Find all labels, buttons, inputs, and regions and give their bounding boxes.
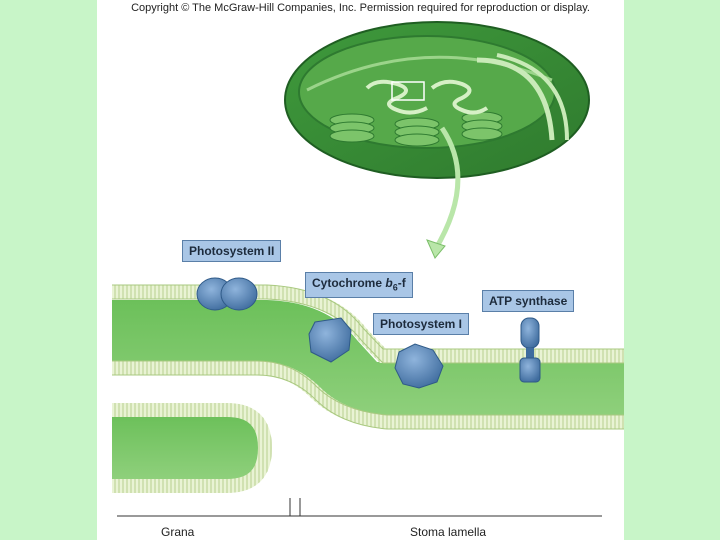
arrow-head [426, 239, 446, 259]
thylakoid-membrane [112, 284, 624, 430]
photosystem-ii-protein [196, 277, 258, 311]
zoom-arrow [432, 126, 461, 252]
slide: Copyright © The McGraw-Hill Companies, I… [97, 0, 624, 540]
atp-synthase-protein [519, 317, 541, 383]
photosystem-ii-label: Photosystem II [182, 240, 282, 262]
copyright-notice: Copyright © The McGraw-Hill Companies, I… [131, 2, 590, 14]
chloroplast-illustration [284, 21, 590, 179]
cytochrome-b: b [385, 276, 393, 290]
cytochrome-b6f-protein [308, 317, 352, 363]
cytochrome-b6f-label: Cytochrome b6-f [305, 272, 413, 299]
grana-stack [461, 111, 503, 141]
grana-stack [329, 113, 375, 143]
stroma-lamella-label: Stoma lamella [410, 525, 487, 539]
grana-thylakoid-disc [112, 403, 273, 493]
cytochrome-sub: 6 [392, 282, 398, 293]
thylakoid-diagram [112, 21, 624, 517]
atp-synthase-label: ATP synthase [482, 290, 575, 312]
cytochrome-prefix: Cytochrome [312, 276, 386, 290]
cytochrome-suffix: -f [397, 276, 406, 290]
photosystem-i-label: Photosystem I [373, 313, 470, 335]
photosystem-i-protein [394, 343, 444, 389]
grana-stack [394, 117, 440, 147]
grana-label: Grana [161, 525, 195, 539]
